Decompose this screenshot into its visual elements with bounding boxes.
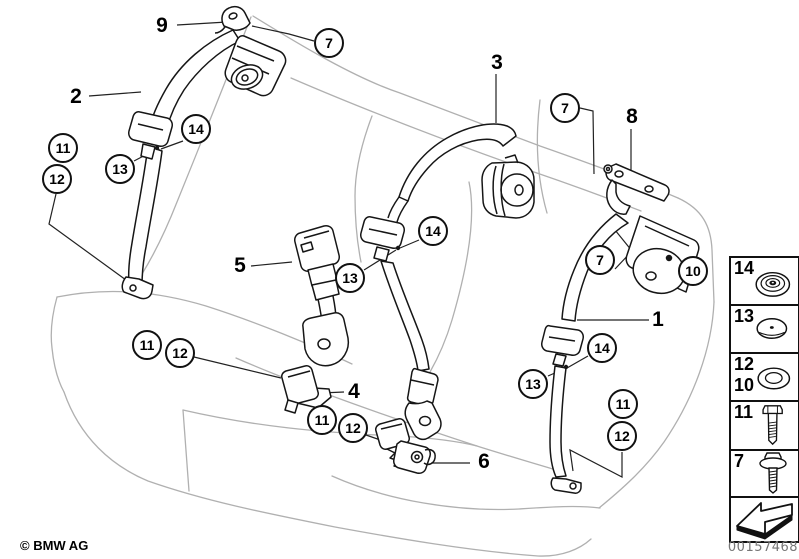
part-label-8[interactable]: 8 — [626, 105, 638, 128]
callout-11-center[interactable]: 11 — [307, 405, 337, 435]
callout-7-top-left[interactable]: 7 — [314, 28, 344, 58]
legend-row-12-10[interactable]: 12 10 — [731, 352, 798, 400]
belt-3-retractor — [481, 161, 535, 219]
legend-row-14[interactable]: 14 — [731, 258, 798, 304]
buckle-5 — [294, 225, 350, 367]
belt-3-assembly — [360, 123, 535, 441]
collar-bolt-icon — [759, 452, 787, 494]
belt-3-bracket — [404, 400, 442, 441]
callout-13-left[interactable]: 13 — [105, 154, 135, 184]
part-label-1[interactable]: 1 — [652, 308, 664, 331]
callout-11-center-left[interactable]: 11 — [132, 330, 162, 360]
callout-12-center[interactable]: 12 — [338, 413, 368, 443]
legend-row-arrow — [731, 496, 798, 541]
part-label-3[interactable]: 3 — [491, 51, 503, 74]
part-label-2[interactable]: 2 — [70, 85, 82, 108]
belt-1-assembly — [541, 163, 700, 494]
callout-7-top-right[interactable]: 7 — [550, 93, 580, 123]
callout-12-left[interactable]: 12 — [42, 164, 72, 194]
callout-13-middle[interactable]: 13 — [335, 263, 365, 293]
buckle-4 — [281, 365, 332, 414]
callout-12-center-left[interactable]: 12 — [165, 338, 195, 368]
callout-11-left[interactable]: 11 — [48, 133, 78, 163]
part-label-4[interactable]: 4 — [348, 380, 360, 403]
belt-2-anchor — [121, 276, 154, 300]
part-label-6[interactable]: 6 — [478, 450, 490, 473]
hex-bolt-icon — [762, 405, 783, 446]
seat-outline — [50, 15, 715, 557]
legend-label-10: 10 — [734, 375, 755, 395]
legend-row-13[interactable]: 13 — [731, 304, 798, 352]
rivet-dots — [154, 145, 569, 370]
hardware-legend: 14 13 12 10 11 — [729, 256, 799, 543]
callout-7-right[interactable]: 7 — [585, 245, 615, 275]
copyright-text: © BMW AG — [20, 538, 89, 553]
callout-14-middle[interactable]: 14 — [418, 216, 448, 246]
callout-10-right[interactable]: 10 — [678, 256, 708, 286]
buckle-6 — [375, 418, 436, 474]
grooved-washer-icon — [755, 271, 791, 297]
callout-14-right[interactable]: 14 — [587, 333, 617, 363]
legend-label-7: 7 — [734, 451, 745, 471]
callout-13-right[interactable]: 13 — [518, 369, 548, 399]
callout-12-right[interactable]: 12 — [607, 421, 637, 451]
legend-label-14: 14 — [734, 258, 755, 278]
legend-row-11[interactable]: 11 — [731, 400, 798, 449]
belt-1-adjuster — [541, 324, 584, 356]
legend-label-11: 11 — [734, 402, 754, 422]
callout-14-left[interactable]: 14 — [181, 114, 211, 144]
part-label-5[interactable]: 5 — [234, 254, 246, 277]
direction-arrow-icon — [736, 502, 793, 540]
part-label-9[interactable]: 9 — [156, 14, 168, 37]
legend-row-7[interactable]: 7 — [731, 449, 798, 496]
legend-label-12: 12 — [734, 354, 755, 374]
flat-washer-icon — [757, 367, 791, 390]
belt-2-assembly — [121, 5, 287, 300]
belt-2-adjuster — [128, 111, 173, 147]
legend-label-13: 13 — [734, 306, 755, 326]
callout-11-right[interactable]: 11 — [608, 389, 638, 419]
cap-plug-icon — [756, 317, 788, 340]
diagram-number: 00157468 — [727, 540, 799, 555]
